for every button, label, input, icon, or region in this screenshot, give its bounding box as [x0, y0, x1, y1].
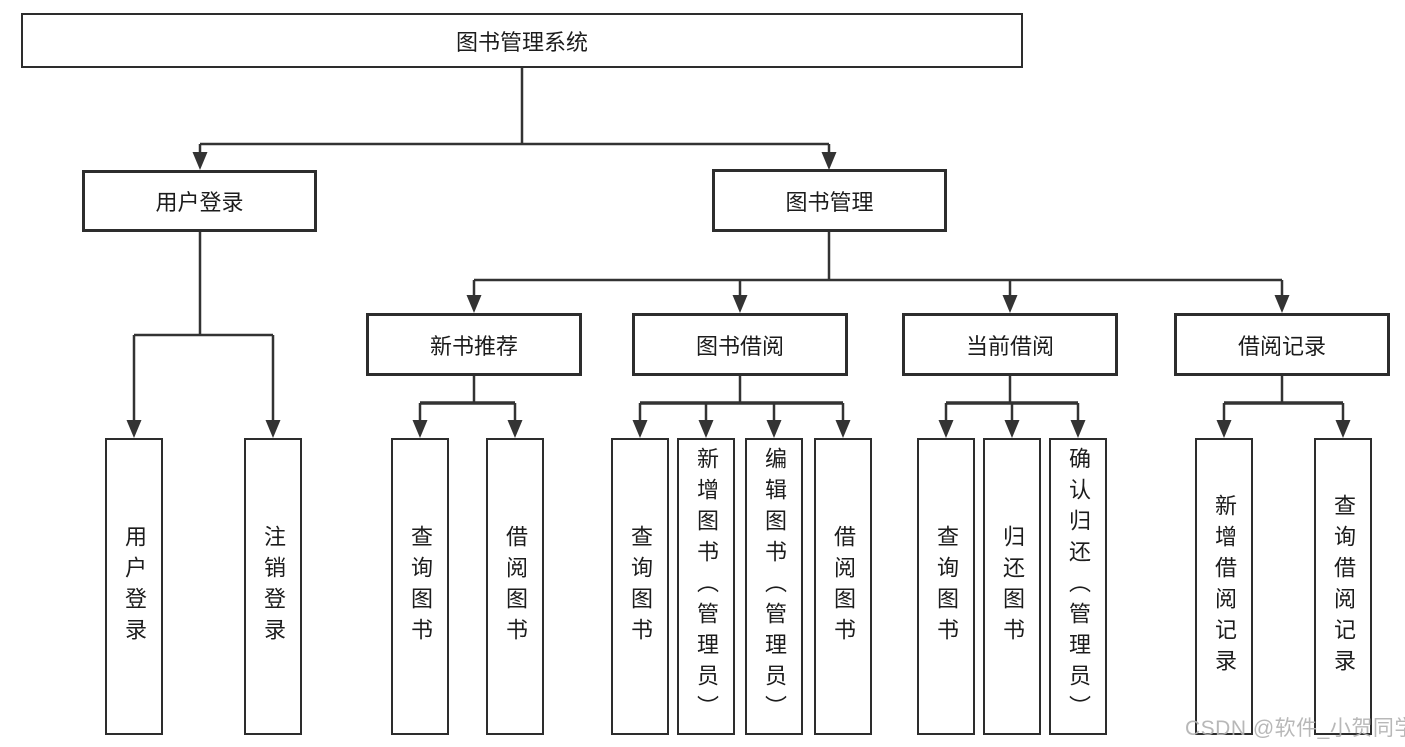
node-label: 借阅图书 [503, 524, 528, 649]
node-label: 图书借阅 [695, 333, 784, 359]
node-label: 编辑图书（管理员） [762, 447, 787, 726]
leaf-user-login: 用户登录 [105, 438, 163, 735]
leaf-return-book: 归还图书 [983, 438, 1041, 735]
node-label: 借阅图书 [831, 524, 856, 649]
node-root-system: 图书管理系统 [21, 13, 1023, 68]
node-label: 确认归还（管理员） [1066, 447, 1091, 726]
node-label: 查询图书 [408, 524, 433, 649]
node-book-borrowing: 图书借阅 [632, 313, 848, 376]
node-label: 借阅记录 [1237, 333, 1326, 359]
node-label: 用户登录 [155, 190, 244, 215]
node-label: 查询借阅记录 [1331, 493, 1356, 680]
node-user-login: 用户登录 [82, 170, 317, 232]
node-label: 查询图书 [628, 524, 653, 649]
node-label: 图书管理 [785, 189, 874, 215]
leaf-query-books-borrow: 查询图书 [611, 438, 669, 735]
node-borrowing-records: 借阅记录 [1174, 313, 1390, 376]
node-label: 图书管理系统 [455, 29, 588, 55]
node-label: 注销登录 [261, 524, 286, 649]
leaf-borrow-books: 借阅图书 [814, 438, 872, 735]
node-label: 新书推荐 [429, 333, 518, 359]
node-label: 新增借阅记录 [1212, 493, 1237, 680]
node-label: 当前借阅 [965, 333, 1054, 359]
node-label: 用户登录 [122, 524, 147, 649]
node-label: 新增图书（管理员） [694, 447, 719, 726]
node-book-management: 图书管理 [712, 169, 947, 232]
arrowhead-icons [126, 152, 1351, 438]
leaf-query-books-recommend: 查询图书 [391, 438, 449, 735]
leaf-add-book-admin: 新增图书（管理员） [677, 438, 735, 735]
node-label: 查询图书 [934, 524, 959, 649]
leaf-borrow-books-recommend: 借阅图书 [486, 438, 544, 735]
node-current-borrowing: 当前借阅 [902, 313, 1118, 376]
leaf-edit-book-admin: 编辑图书（管理员） [745, 438, 803, 735]
leaf-logout: 注销登录 [244, 438, 302, 735]
leaf-query-borrow-record: 查询借阅记录 [1314, 438, 1372, 735]
leaf-confirm-return-admin: 确认归还（管理员） [1049, 438, 1107, 735]
leaf-add-borrow-record: 新增借阅记录 [1195, 438, 1253, 735]
csdn-watermark: CSDN @软件_小贺同学 [1185, 717, 1405, 740]
leaf-query-books-current: 查询图书 [917, 438, 975, 735]
node-new-book-recommend: 新书推荐 [366, 313, 582, 376]
node-label: 归还图书 [1000, 524, 1025, 649]
